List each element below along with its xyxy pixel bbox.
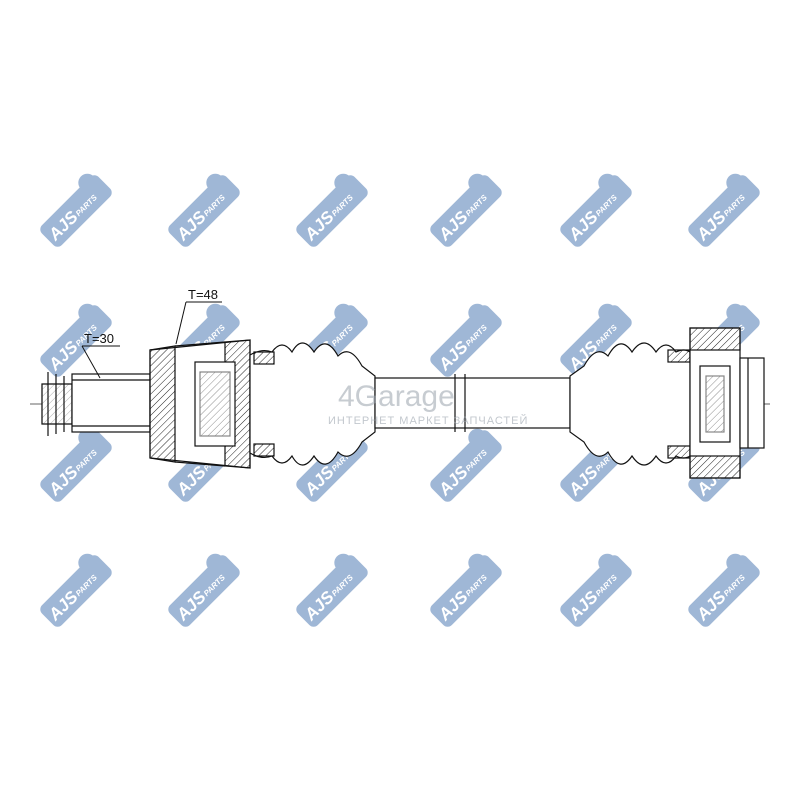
outer-joint-housing bbox=[689, 327, 765, 479]
dimension-leaders bbox=[81, 301, 222, 379]
site-watermark: 4Garage ИНТЕРНЕТ МАРКЕТ ЗАПЧАСТЕЙ bbox=[328, 380, 528, 427]
spline-stub bbox=[41, 372, 151, 436]
dimension-t48: T=48 bbox=[188, 287, 218, 302]
dimension-t30: T=30 bbox=[84, 331, 114, 346]
inner-joint-housing bbox=[149, 339, 251, 469]
site-watermark-tagline: ИНТЕРНЕТ МАРКЕТ ЗАПЧАСТЕЙ bbox=[328, 414, 528, 427]
site-watermark-name: 4Garage bbox=[338, 380, 455, 413]
shaft bbox=[374, 374, 571, 432]
left-boot bbox=[249, 342, 376, 466]
right-boot bbox=[569, 342, 691, 466]
